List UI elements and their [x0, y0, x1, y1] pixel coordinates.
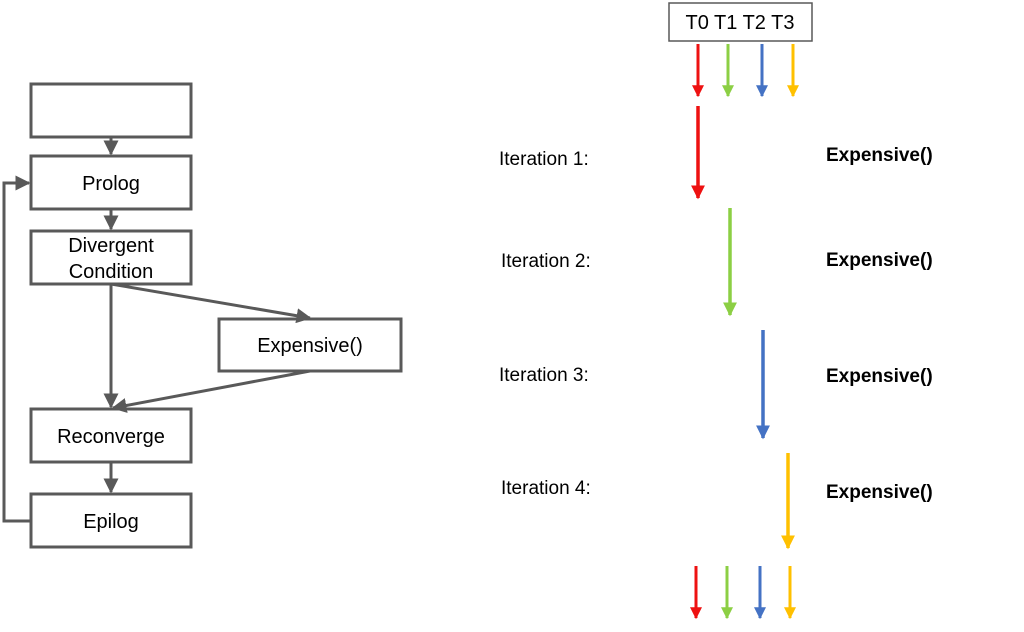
- reconverge-box: [29, 407, 193, 464]
- prolog-label: Prolog: [82, 173, 140, 195]
- iteration-4: Iteration 4: Expensive(): [501, 453, 933, 550]
- iteration-1: Iteration 1: Expensive(): [499, 106, 933, 200]
- thread-header-label: T0 T1 T2 T3: [686, 12, 795, 34]
- top-box: [29, 82, 193, 139]
- divergent-label-line2: Condition: [69, 261, 154, 283]
- flowchart-labels: Prolog Divergent Condition Expensive() R…: [57, 173, 363, 533]
- reconverge-label: Reconverge: [57, 426, 165, 448]
- flowchart: [2, 82, 403, 549]
- iteration-3-label: Iteration 3:: [499, 365, 589, 386]
- iteration-2: Iteration 2: Expensive(): [501, 208, 933, 317]
- iteration-3-call: Expensive(): [826, 366, 933, 387]
- iteration-2-label: Iteration 2:: [501, 251, 591, 272]
- iteration-3: Iteration 3: Expensive(): [499, 330, 933, 440]
- epilog-label: Epilog: [83, 511, 139, 533]
- arrow-expensive-to-reconverge: [111, 369, 311, 413]
- thread-header: T0 T1 T2 T3: [668, 2, 813, 42]
- arrow-divergent-to-expensive: [110, 282, 312, 324]
- thread-header-box: [668, 2, 813, 42]
- prolog-box: [29, 154, 193, 211]
- iteration-1-call: Expensive(): [826, 145, 933, 166]
- iteration-4-label: Iteration 4:: [501, 478, 591, 499]
- divergent-label-line1: Divergent: [68, 235, 154, 257]
- iteration-1-label: Iteration 1:: [499, 149, 589, 170]
- epilog-box: [29, 492, 193, 549]
- thread-end-arrows: [690, 566, 796, 620]
- loop-back-arrow: [2, 175, 31, 523]
- iteration-4-call: Expensive(): [826, 482, 933, 503]
- expensive-label: Expensive(): [257, 335, 363, 357]
- thread-start-arrows: [692, 44, 799, 98]
- iteration-2-call: Expensive(): [826, 250, 933, 271]
